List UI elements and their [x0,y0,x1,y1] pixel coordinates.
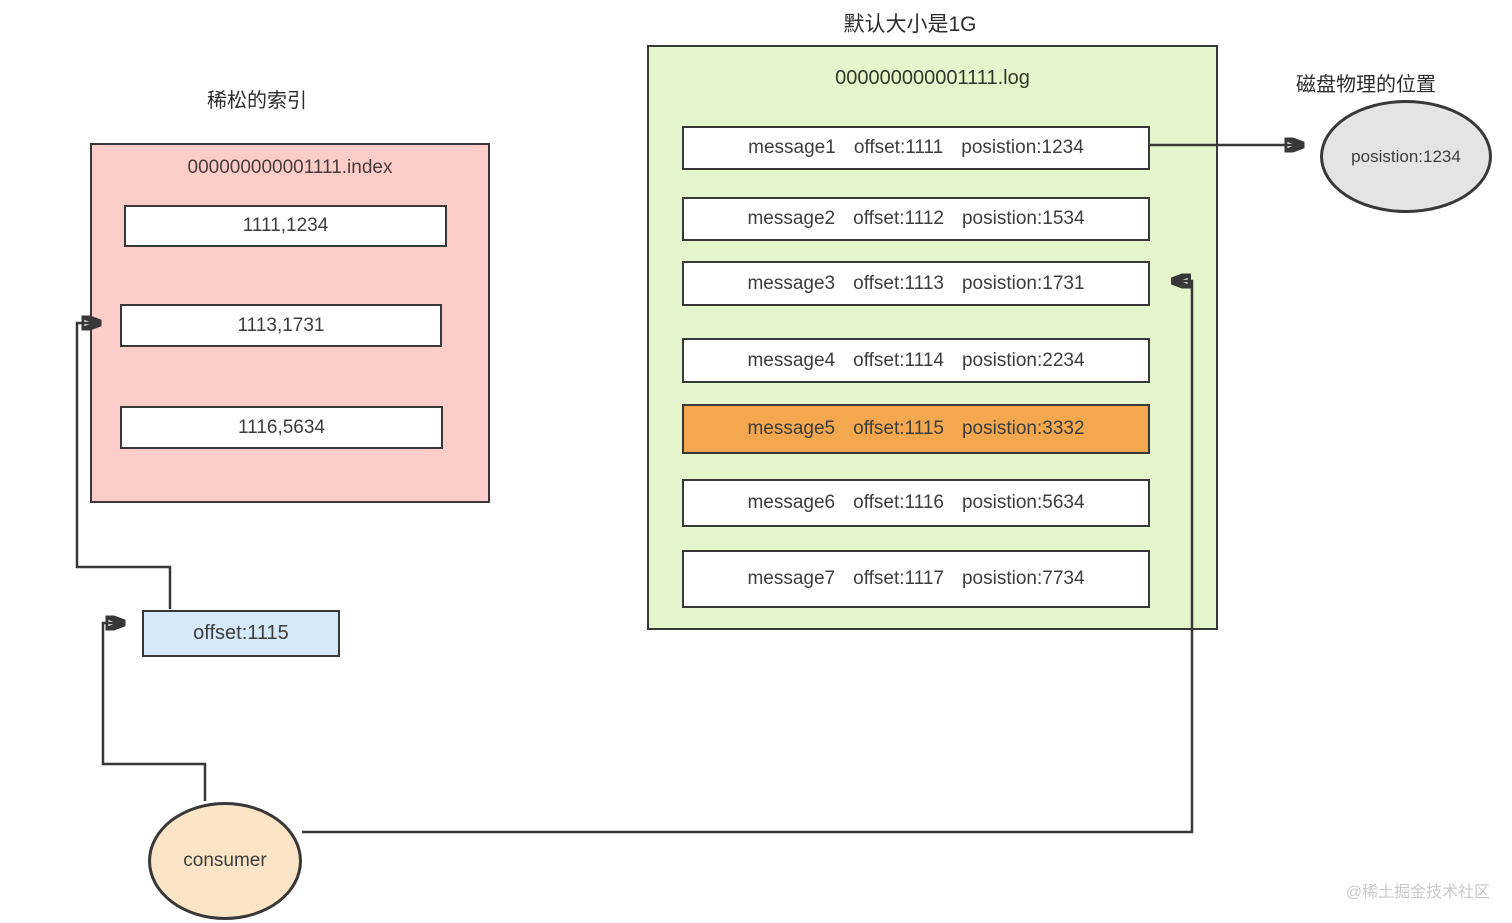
sparse-index-title: 稀松的索引 [207,90,307,112]
disk-position-label: posistion:1234 [1351,146,1461,166]
message-position: posistion:7734 [961,568,1085,589]
message-position: posistion:3332 [961,418,1085,439]
message-name: message7 [747,568,836,589]
message-row: message1 offset:1111 posistion:1234 [682,126,1150,170]
log-size-title: 默认大小是1G [843,13,977,36]
message-name: message6 [747,492,836,513]
message-row: message3 offset:1113 posistion:1731 [682,261,1150,306]
message-name: message3 [747,272,836,294]
index-entry: 1113,1731 [120,304,442,347]
index-entry: 1111,1234 [124,205,447,247]
index-file-name: 000000000001111.index [187,157,393,178]
message-name: message4 [747,349,836,371]
message-position: posistion:5634 [961,492,1085,513]
message-name: message2 [747,208,836,229]
message-row-highlighted: message5 offset:1115 posistion:3332 [682,404,1150,454]
log-file-box: 000000000001111.log message1 offset:1111… [647,45,1218,630]
message-row: message7 offset:1117 posistion:7734 [682,550,1150,608]
index-file-box: 000000000001111.index 1111,1234 1113,173… [90,143,490,503]
message-name: message5 [747,418,836,439]
message-position: posistion:1534 [961,208,1085,229]
consumer-label: consumer [183,850,267,871]
disk-position-title: 磁盘物理的位置 [1296,74,1436,96]
offset-pointer-label: offset:1115 [193,622,289,644]
message-offset: offset:1112 [853,208,944,229]
message-offset: offset:1111 [853,137,944,158]
disk-position-ellipse: posistion:1234 [1320,100,1492,213]
message-row: message2 offset:1112 posistion:1534 [682,197,1150,241]
message-offset: offset:1115 [853,418,944,439]
message-name: message1 [748,137,836,158]
consumer-ellipse: consumer [148,802,302,920]
message-offset: offset:1113 [853,272,944,294]
watermark: @稀土掘金技术社区 [1345,884,1490,901]
message-position: posistion:2234 [961,349,1085,371]
log-file-name: 000000000001111.log [835,67,1030,89]
message-position: posistion:1234 [961,137,1084,158]
index-entry: 1116,5634 [120,406,443,449]
message-position: posistion:1731 [961,272,1085,294]
offset-pointer-box: offset:1115 [142,610,340,657]
message-offset: offset:1116 [853,492,944,513]
message-row: message6 offset:1116 posistion:5634 [682,479,1150,527]
message-row: message4 offset:1114 posistion:2234 [682,338,1150,383]
message-offset: offset:1114 [853,349,944,371]
message-offset: offset:1117 [853,568,944,589]
